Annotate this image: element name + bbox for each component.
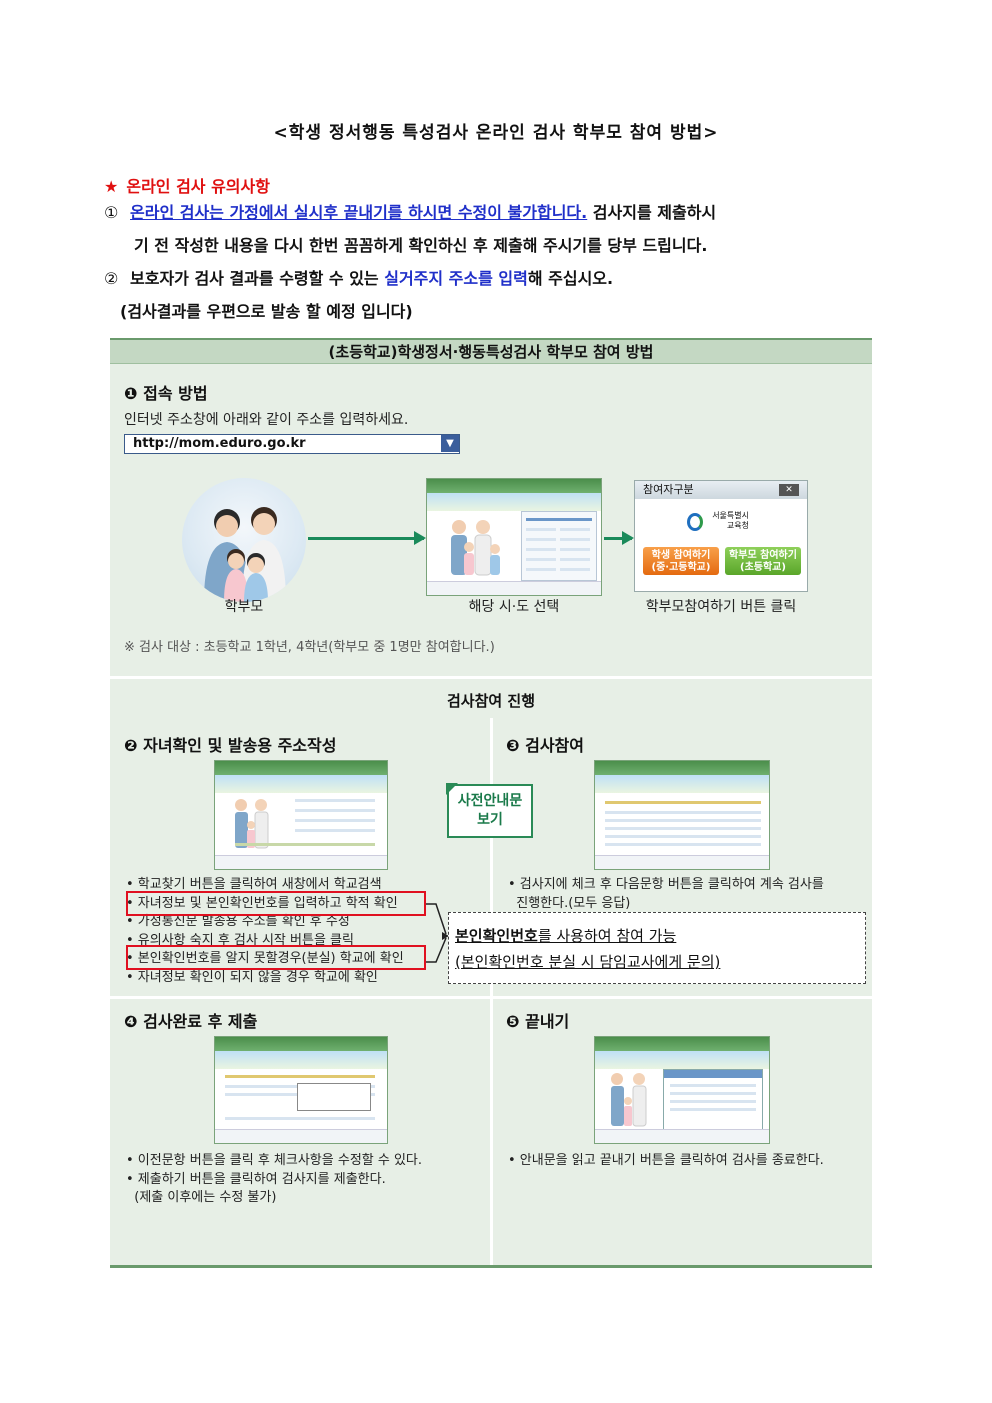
list-item: • 안내문을 읽고 끝내기 버튼을 클릭하여 검사를 종료한다. [508,1153,824,1168]
notice-heading: ★온라인 검사 유의사항 [104,177,270,196]
step4-title: ❹ 검사완료 후 제출 [124,1012,258,1031]
site-screenshot-region [426,478,602,596]
step1-instruction: 인터넷 주소창에 아래와 같이 주소를 입력하세요. [124,412,409,428]
url-input[interactable]: http://mom.eduro.go.kr ▼ [124,434,460,454]
close-icon[interactable]: ✕ [779,484,799,496]
highlight-box [126,945,426,970]
list-item: • 이전문항 버튼을 클릭 후 체크사항을 수정할 수 있다. [126,1153,423,1168]
list-item: • 유의사항 숙지 후 검사 시작 버튼을 클릭 [126,932,354,948]
arrow-icon [308,531,426,545]
arrow-icon [604,531,634,545]
step3-list: • 검사지에 체크 후 다음문항 버튼을 클릭하여 계속 검사를 진행한다.(모… [508,876,868,913]
step3-title: ❸ 검사참여 [506,736,584,755]
caption-parent: 학부모 [224,599,264,615]
star-icon: ★ [104,177,119,196]
guide-panel: (초등학교)학생정서·행동특성검사 학부모 참여 방법 ❶ 접속 방법 인터넷 … [110,338,872,1268]
url-value: http://mom.eduro.go.kr [133,436,306,451]
highlight-box [126,891,426,916]
panel-header: (초등학교)학생정서·행동특성검사 학부모 참여 방법 [110,338,872,364]
verification-callout: 본인확인번호를 사용하여 참여 가능 (본인확인번호 분실 시 담임교사에게 문… [448,912,866,984]
list-item: (제출 이후에는 수정 불가) [126,1190,277,1205]
list-item: • 자녀정보 및 본인확인번호를 입력하고 학적 확인 [126,895,398,911]
step2-title: ❷ 자녀확인 및 발송용 주소작성 [124,736,337,755]
target-note: ※ 검사 대상 : 초등학교 1학년, 4학년(학부모 중 1명만 참여합니다.… [124,640,495,655]
connector-arrow-icon [426,903,449,963]
step5-title: ❺ 끝내기 [506,1012,570,1031]
page-title: <학생 정서행동 특성검사 온라인 검사 학부모 참여 방법> [273,123,719,143]
list-item: • 제출하기 버튼을 클릭하여 검사지를 제출한다. [126,1171,386,1187]
caption-click-parent: 학부모참여하기 버튼 클릭 [645,599,797,615]
list-item: • 본인확인번호를 알지 못할경우(분실) 학교에 확인 [126,951,404,966]
list-item: 진행한다.(모두 응답) [508,895,631,911]
step4-list: • 이전문항 버튼을 클릭 후 체크사항을 수정할 수 있다. • 제출하기 버… [126,1152,486,1208]
list-item: • 검사지에 체크 후 다음문항 버튼을 클릭하여 계속 검사를 [508,877,824,892]
student-info-screenshot [214,760,388,870]
list-item: • 가정통신문 발송용 주소를 확인 후 수정 [126,914,350,929]
list-item: • 자녀정보 확인이 되지 않을 경우 학교에 확인 [126,969,378,985]
finish-screenshot [594,1036,770,1144]
student-participate-button[interactable]: 학생 참여하기(중·고등학교) [643,547,719,575]
step2-list: • 학교찾기 버튼을 클릭하여 새창에서 학교검색 • 자녀정보 및 본인확인번… [126,876,456,987]
progress-title: 검사참여 진행 [446,692,536,710]
notice-item-2-line2: (검사결과를 우편으로 발송 할 예정 입니다) [120,302,413,321]
step1-title: ❶ 접속 방법 [124,384,208,403]
survey-screenshot [594,760,770,870]
list-item: • 학교찾기 버튼을 클릭하여 새창에서 학교검색 [126,877,382,892]
family-photo [182,478,306,602]
notice-item-1-line2: 기 전 작성한 내용을 다시 한번 꼼꼼하게 확인하신 후 제출해 주시기를 당… [134,236,708,255]
caption-select-region: 해당 시·도 선택 [468,599,560,615]
parent-participate-button[interactable]: 학부모 참여하기(초등학교) [725,547,801,575]
dialog-title: 참여자구분 [635,481,807,499]
dropdown-arrow-icon[interactable]: ▼ [441,435,459,452]
step5-list: • 안내문을 읽고 끝내기 버튼을 클릭하여 검사를 종료한다. [508,1152,868,1171]
seoul-logo-icon [687,513,703,531]
submit-screenshot [214,1036,388,1144]
